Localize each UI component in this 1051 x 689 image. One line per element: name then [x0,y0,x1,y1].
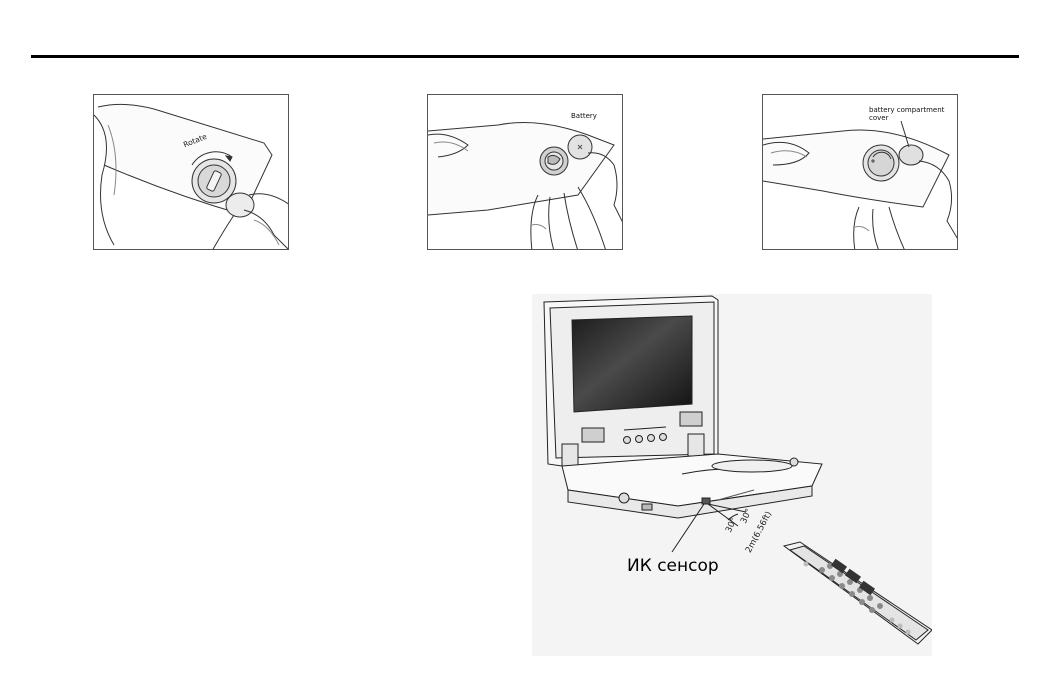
player-and-remote-drawing [532,294,932,656]
cover-label-line-2: cover [869,114,888,122]
step-3-illustration: battery compartment cover [762,94,958,250]
ir-sensor-illustration: 30° 30° 2m(6.56ft) ИК сенсор [532,294,932,656]
step-1-drawing [94,95,289,250]
step-3-drawing [763,95,958,250]
player-display [572,316,692,412]
step-1-illustration: Rotate [93,94,289,250]
top-rule [31,55,1019,58]
remote-control [784,542,932,644]
right-speaker [680,412,702,426]
ir-sensor-label: ИК сенсор [627,556,719,576]
ir-sensor [702,498,710,504]
battery-label: Battery [571,112,597,120]
cover-label-line-1: battery compartment [869,106,944,114]
left-speaker [582,428,604,442]
step-2-illustration: Battery [427,94,623,250]
